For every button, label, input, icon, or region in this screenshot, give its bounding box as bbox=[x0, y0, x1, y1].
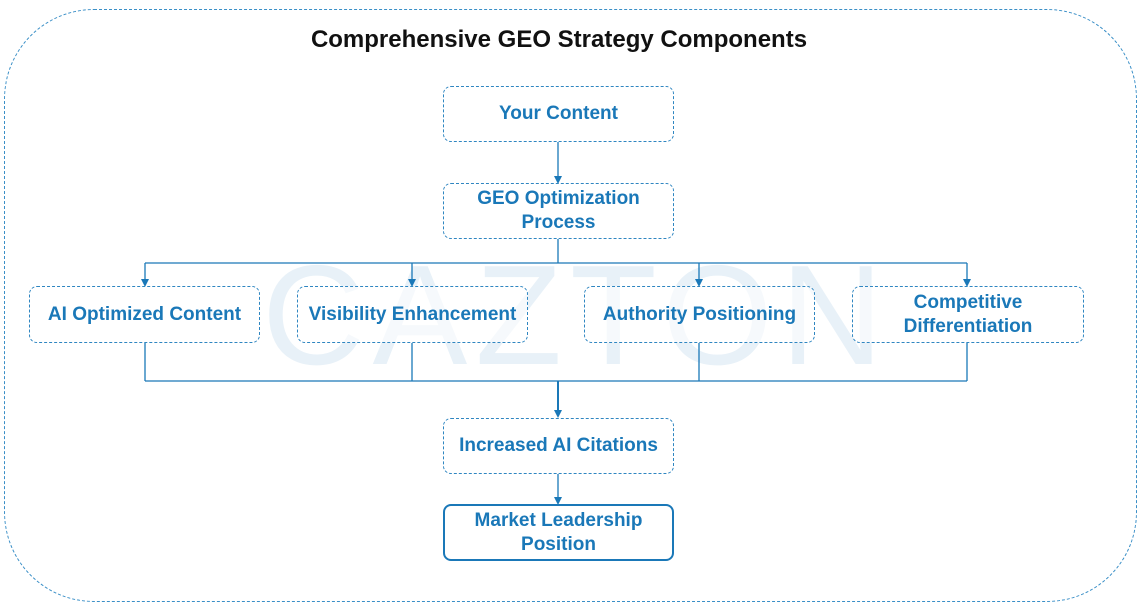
node-competitive-differentiation: Competitive Differentiation bbox=[852, 286, 1084, 343]
node-ai-optimized-content: AI Optimized Content bbox=[29, 286, 260, 343]
node-authority-positioning: Authority Positioning bbox=[584, 286, 815, 343]
node-increased-ai-citations: Increased AI Citations bbox=[443, 418, 674, 474]
node-visibility-enhancement: Visibility Enhancement bbox=[297, 286, 528, 343]
node-your-content: Your Content bbox=[443, 86, 674, 142]
node-market-leadership-position: Market Leadership Position bbox=[443, 504, 674, 561]
node-geo-optimization-process: GEO Optimization Process bbox=[443, 183, 674, 239]
diagram-title: Comprehensive GEO Strategy Components bbox=[310, 26, 808, 53]
diagram-frame bbox=[4, 9, 1137, 602]
